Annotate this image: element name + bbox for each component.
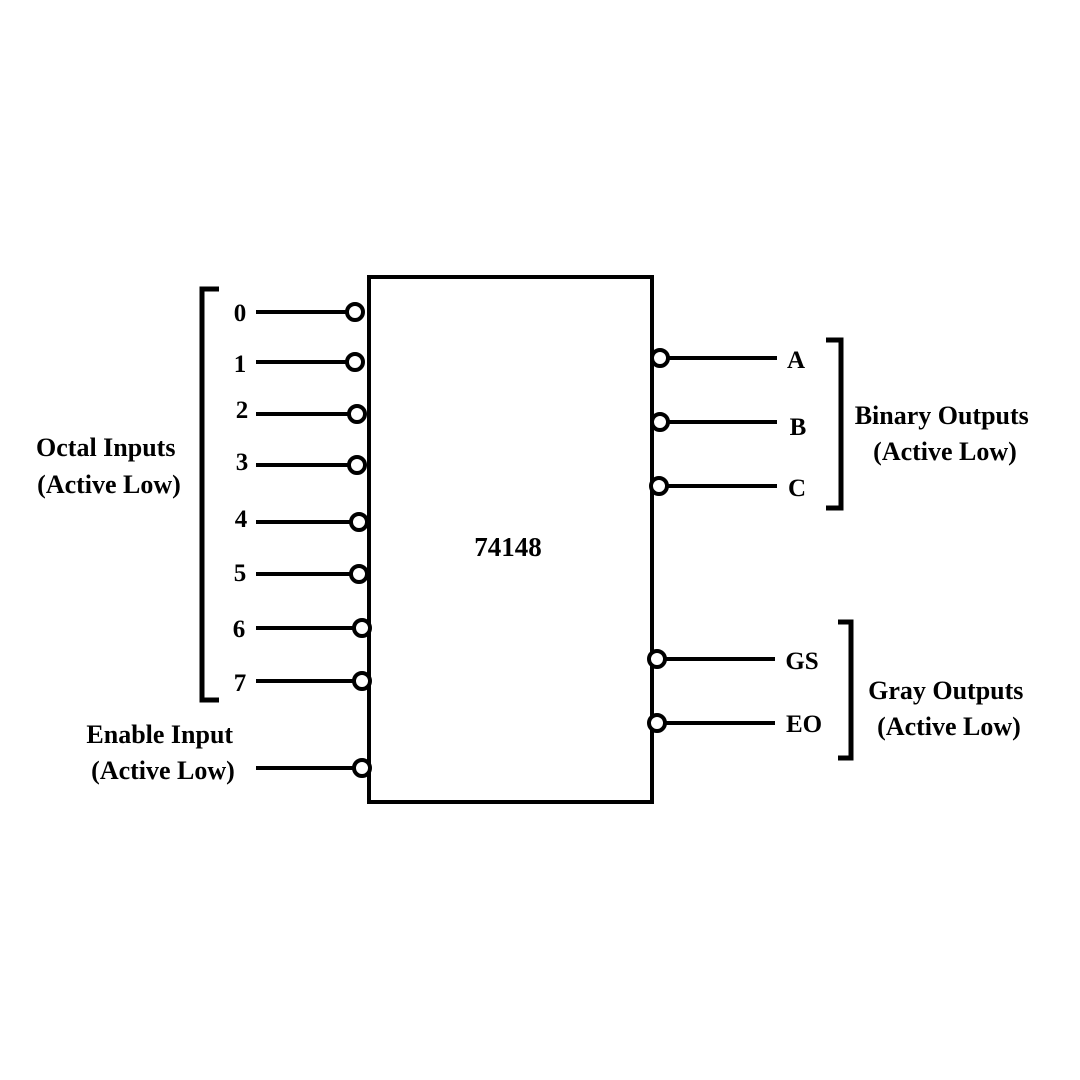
input-pin-7: 7 [234, 670, 372, 697]
output-pin-c: C [649, 475, 806, 502]
gray-output-pins: GS EO [647, 648, 822, 738]
binary-outputs-bracket [826, 337, 844, 511]
pin-label: 4 [235, 506, 248, 533]
pin-label: 5 [234, 560, 247, 587]
binary-output-pins: A B C [649, 347, 807, 502]
inversion-bubble [649, 476, 669, 496]
octal-inputs-label-line2: (Active Low) [37, 470, 181, 499]
pin-label: EO [786, 711, 822, 738]
output-pin-a: A [650, 347, 805, 374]
input-pin-5: 5 [234, 560, 369, 587]
output-pin-b: B [650, 412, 807, 441]
pin-label: 1 [234, 351, 247, 378]
pin-label: 3 [236, 449, 249, 476]
chip-label: 74148 [474, 532, 542, 562]
inversion-bubble [345, 302, 365, 322]
inversion-bubble [647, 713, 667, 733]
enable-input-label-line2: (Active Low) [91, 756, 235, 785]
pin-label: A [787, 347, 805, 374]
inversion-bubble [349, 512, 369, 532]
inversion-bubble [347, 404, 367, 424]
pin-label: 7 [234, 670, 247, 697]
octal-inputs-label: Octal Inputs (Active Low) [36, 433, 182, 499]
inversion-bubble [352, 758, 372, 778]
pin-label: C [788, 475, 806, 502]
gray-outputs-label-line1: Gray Outputs [868, 676, 1023, 705]
gray-outputs-label: Gray Outputs (Active Low) [868, 676, 1030, 741]
enable-input-label-line1: Enable Input [86, 720, 233, 749]
gray-outputs-bracket [838, 619, 854, 761]
input-pin-3: 3 [236, 449, 367, 476]
input-pin-0: 0 [234, 300, 365, 327]
pin-label: 2 [236, 397, 249, 424]
output-pin-gs: GS [647, 648, 819, 675]
pin-label: 6 [233, 616, 246, 643]
enable-input-label: Enable Input (Active Low) [86, 720, 239, 785]
inversion-bubble [650, 412, 670, 432]
inversion-bubble [352, 618, 372, 638]
input-pin-6: 6 [233, 616, 372, 643]
octal-input-pins: 0 1 2 3 4 5 6 [233, 300, 372, 697]
inversion-bubble [647, 649, 667, 669]
binary-outputs-label-line2: (Active Low) [873, 437, 1017, 466]
binary-outputs-label: Binary Outputs (Active Low) [855, 401, 1036, 466]
inversion-bubble [352, 671, 372, 691]
input-pin-4: 4 [235, 506, 369, 533]
inversion-bubble [349, 564, 369, 584]
input-pin-1: 1 [234, 351, 365, 378]
gray-outputs-label-line2: (Active Low) [877, 712, 1021, 741]
octal-inputs-label-line1: Octal Inputs [36, 433, 175, 462]
inversion-bubble [650, 348, 670, 368]
inversion-bubble [347, 455, 367, 475]
output-pin-eo: EO [647, 711, 822, 738]
pin-label: GS [785, 648, 818, 675]
binary-outputs-label-line1: Binary Outputs [855, 401, 1029, 430]
pin-label: B [790, 414, 807, 441]
pin-label: 0 [234, 300, 247, 327]
octal-inputs-bracket [199, 286, 219, 703]
chip-body [367, 275, 654, 804]
input-pin-2: 2 [236, 397, 367, 424]
inversion-bubble [345, 352, 365, 372]
enable-input-pin [256, 758, 372, 778]
